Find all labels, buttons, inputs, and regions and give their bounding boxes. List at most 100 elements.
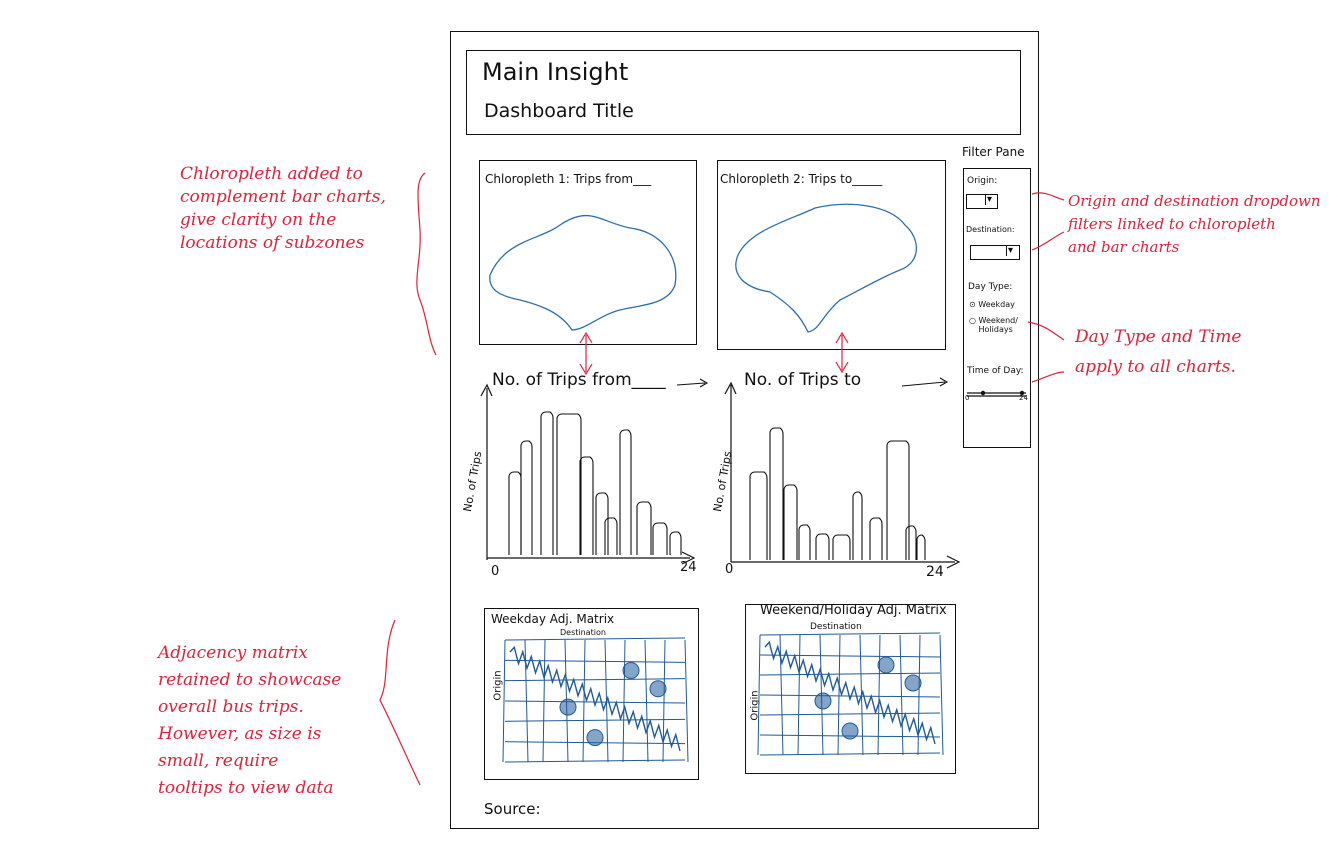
annotation-line: Origin and destination dropdown xyxy=(1068,192,1321,210)
origin-dropdown[interactable] xyxy=(966,194,998,209)
connector-origin xyxy=(1031,192,1065,201)
annotation-line: Adjacency matrix xyxy=(158,643,308,663)
sketch-bar xyxy=(852,491,863,560)
grid-line xyxy=(684,639,689,763)
sketch-bar xyxy=(619,429,632,555)
grid-line xyxy=(877,634,881,756)
double-arrow-1 xyxy=(579,331,593,376)
annotation-matrix: Adjacency matrix retained to showcase ov… xyxy=(158,640,341,802)
grid-line xyxy=(504,759,686,763)
sketch-bar xyxy=(869,517,883,560)
radio-weekday[interactable]: ⊙ Weekday xyxy=(969,300,1015,309)
sketch-bar xyxy=(652,522,668,555)
sketch-bar xyxy=(604,517,618,555)
slider-handle-end xyxy=(1019,390,1025,396)
sketch-bar xyxy=(905,525,917,560)
arrow-after-title-1 xyxy=(676,378,709,388)
grid-line xyxy=(622,639,626,763)
connector-time xyxy=(1031,371,1065,383)
grid-line xyxy=(759,632,941,636)
bar-chart-2-xstart: 0 xyxy=(725,562,734,577)
grid-line xyxy=(759,752,941,756)
bar-chart-1-axes xyxy=(480,383,696,565)
matrix-scribble xyxy=(764,640,936,745)
map-outline-1 xyxy=(489,215,677,331)
filter-pane-title: Filter Pane xyxy=(962,145,1025,159)
matrix-dense-cell xyxy=(877,656,895,674)
arrow-after-title-2 xyxy=(901,377,949,387)
sketch-bar xyxy=(769,427,784,560)
time-of-day-label: Time of Day: xyxy=(967,366,1024,376)
annotation-line: Day Type and Time xyxy=(1075,327,1242,347)
grid-line xyxy=(582,639,586,763)
grid-line xyxy=(759,712,941,716)
annotation-line: Chloropleth added to xyxy=(180,164,363,184)
grid-line xyxy=(504,718,686,722)
matrix-dense-cell xyxy=(559,698,577,716)
weekend-matrix-col-label: Destination xyxy=(810,622,862,632)
sketch-bar xyxy=(669,531,682,555)
sketch-bar xyxy=(636,501,652,555)
weekend-matrix[interactable] xyxy=(745,604,956,774)
map-outline-2 xyxy=(735,203,917,333)
annotation-connectors xyxy=(379,172,1065,786)
slider-min-label: 0 xyxy=(965,394,970,402)
annotation-line: overall bus trips. xyxy=(158,697,304,717)
bar-chart-1-xstart: 0 xyxy=(491,564,500,579)
chloropleth-2[interactable] xyxy=(717,160,946,350)
sketch-bar xyxy=(579,456,594,555)
sketch-bar xyxy=(815,533,830,560)
grid-line xyxy=(759,654,941,658)
chloropleth-1-title: Chloropleth 1: Trips from___ xyxy=(485,172,652,186)
brace-matrix xyxy=(379,619,421,786)
bar-chart-2-bars xyxy=(749,427,926,560)
grid-line xyxy=(759,694,941,698)
destination-label: Destination: xyxy=(966,225,1015,234)
bar-chart-1-xend: 24 xyxy=(680,560,697,575)
weekend-matrix-grid xyxy=(757,632,944,756)
annotation-day-time: Day Type and Time apply to all charts. xyxy=(1075,322,1241,382)
annotation-line: small, require xyxy=(158,751,279,771)
header-box xyxy=(466,50,1021,135)
annotation-chloropleth: Chloropleth added to complement bar char… xyxy=(180,163,386,255)
source-label: Source: xyxy=(484,800,541,818)
annotation-line: However, as size is xyxy=(158,724,322,744)
grid-line xyxy=(504,678,686,682)
annotation-line: complement bar charts, xyxy=(180,187,386,207)
weekday-matrix-col-label: Destination xyxy=(560,628,606,637)
radio-weekday-label: Weekday xyxy=(978,300,1015,309)
sketch-bar xyxy=(783,484,798,560)
matrix-dense-cell xyxy=(622,662,640,679)
radio-weekend-label: Weekend/ Holidays xyxy=(978,316,1018,334)
chevron-down-icon[interactable]: ▾ xyxy=(985,194,993,205)
weekday-matrix[interactable] xyxy=(484,608,699,780)
sketch-bar xyxy=(520,440,533,555)
day-type-label: Day Type: xyxy=(968,282,1013,292)
matrix-dense-cell xyxy=(649,680,667,698)
dashboard-frame xyxy=(450,31,1039,829)
grid-line xyxy=(504,659,686,663)
annotation-line: apply to all charts. xyxy=(1075,357,1236,377)
grid-line xyxy=(759,672,941,676)
connector-destination xyxy=(1031,231,1065,251)
chevron-down-icon[interactable]: ▾ xyxy=(1006,245,1014,256)
weekday-matrix-grid xyxy=(502,637,689,763)
annotation-line: tooltips to view data xyxy=(158,778,334,798)
chloropleth-1[interactable] xyxy=(479,160,697,345)
connector-day-type xyxy=(1027,321,1065,341)
bar-chart-1-title: No. of Trips from____ xyxy=(492,370,666,390)
sketch-bar xyxy=(556,413,582,555)
grid-line xyxy=(502,639,506,763)
radio-weekend[interactable]: ○ Weekend/ Holidays xyxy=(969,316,1018,334)
matrix-dense-cell xyxy=(904,674,922,692)
brace-chloropleth xyxy=(416,172,437,356)
annotation-line: give clarity on the xyxy=(180,210,337,230)
grid-line xyxy=(939,634,944,756)
destination-dropdown[interactable] xyxy=(970,245,1020,260)
dashboard-title: Dashboard Title xyxy=(484,100,634,122)
matrix-scribble xyxy=(509,645,681,752)
grid-line xyxy=(644,639,649,763)
time-of-day-slider xyxy=(967,390,1026,397)
